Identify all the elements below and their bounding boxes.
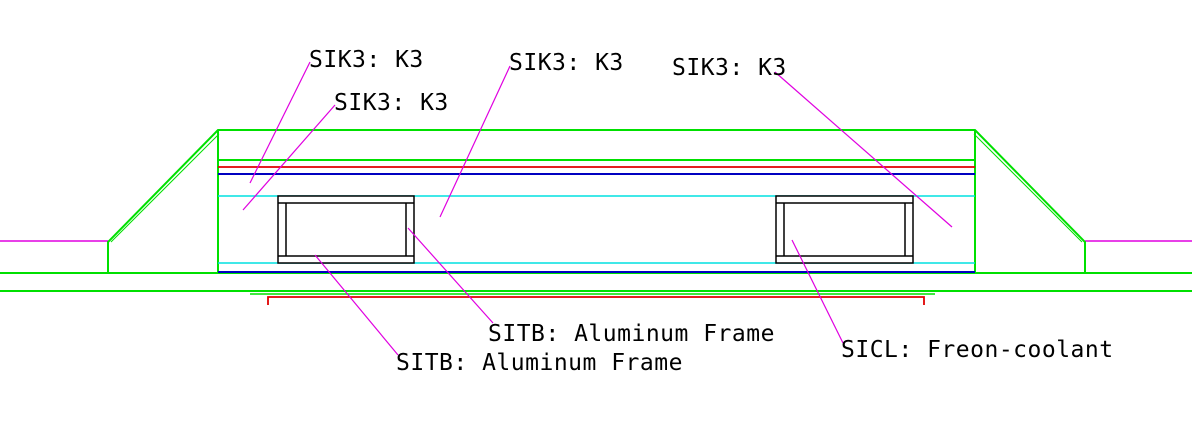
right-aluminum-tube (775, 195, 914, 264)
blue-plates (218, 173, 975, 273)
label-sik3-3: SIK3: K3 (509, 50, 624, 76)
leader-sitb-2 (314, 254, 399, 356)
left-aluminum-tube (277, 195, 415, 264)
label-sik3-2: SIK3: K3 (334, 90, 449, 116)
leader-lines (242, 61, 953, 356)
leader-sicl (791, 239, 844, 344)
leader-sik3-4 (774, 71, 953, 228)
label-sitb-2: SITB: Aluminum Frame (396, 350, 683, 376)
leader-sitb-1 (407, 227, 494, 324)
label-sicl: SICL: Freon-coolant (841, 337, 1114, 363)
green-outer-frame (0, 129, 1192, 295)
red-plates (218, 166, 975, 305)
label-sik3-4: SIK3: K3 (672, 55, 787, 81)
label-sitb-1: SITB: Aluminum Frame (488, 321, 775, 347)
label-sik3-1: SIK3: K3 (309, 47, 424, 73)
leader-sik3-1 (249, 61, 311, 184)
leader-sik3-3 (439, 65, 511, 218)
leader-sik3-2 (242, 104, 336, 211)
